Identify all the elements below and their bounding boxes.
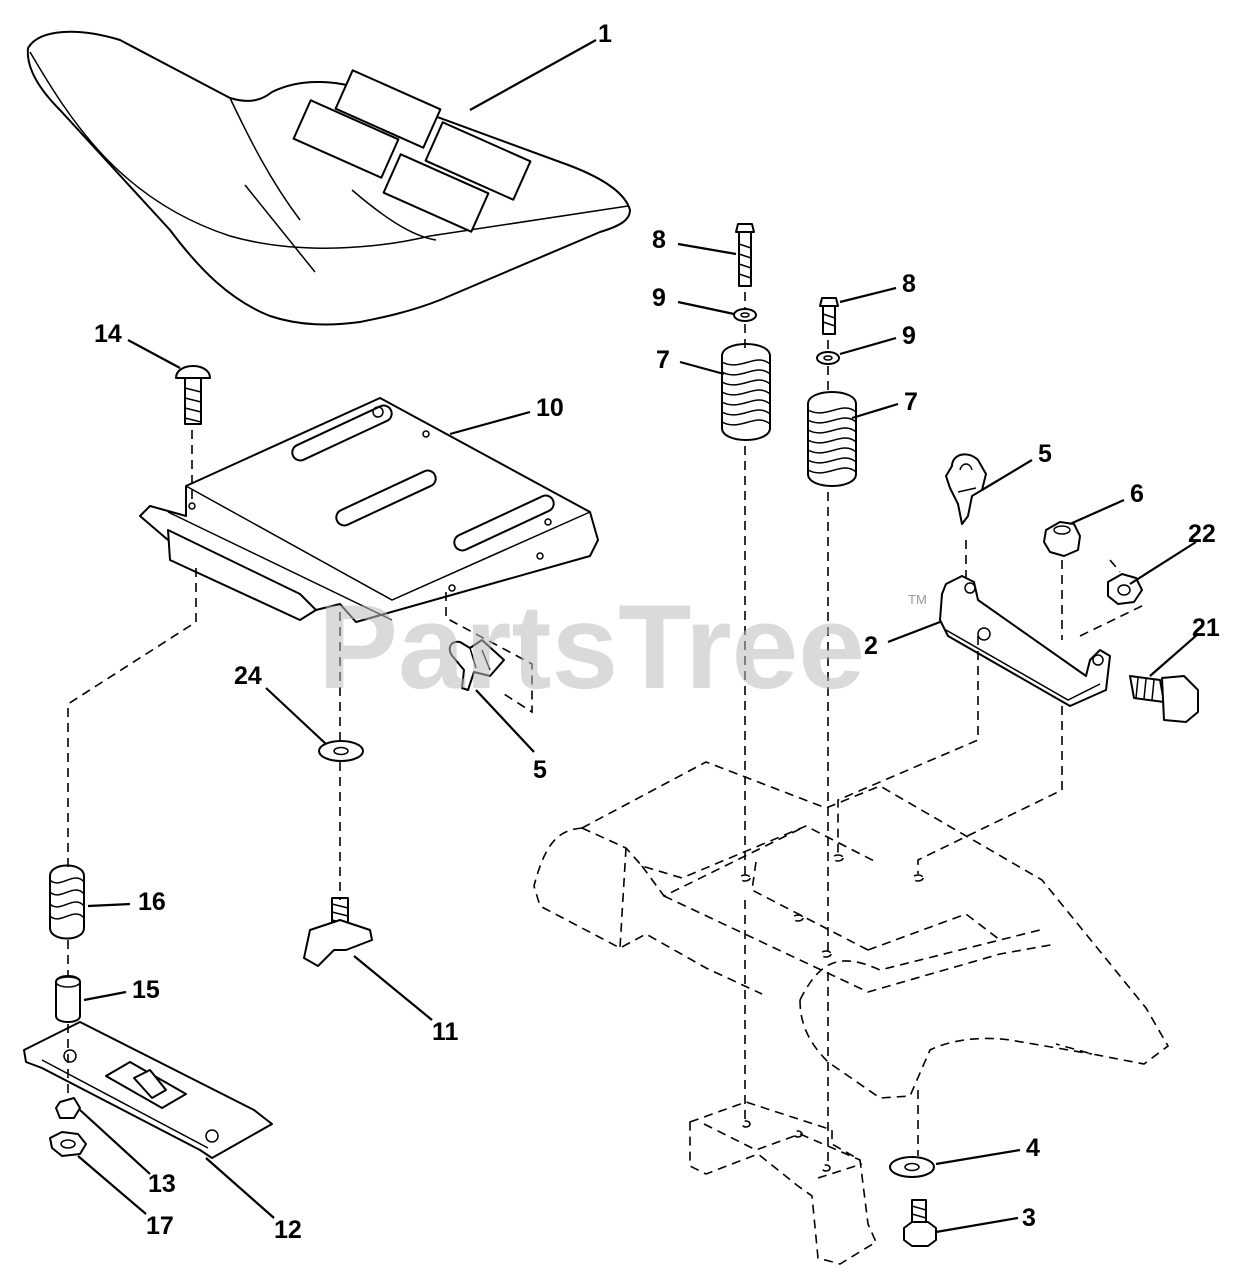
callout-24: 24: [234, 662, 262, 690]
wire-clip-left[interactable]: [448, 639, 505, 691]
callout-14: 14: [94, 320, 122, 348]
spacer-bushing[interactable]: [55, 975, 81, 1023]
assembly-lines: [67, 292, 1147, 1166]
callout-21: 21: [1192, 614, 1220, 642]
compression-spring-right[interactable]: [807, 391, 857, 487]
callout-16: 16: [138, 888, 166, 916]
watermark: PartsTree TM: [318, 580, 927, 714]
callout-5-right: 5: [1038, 440, 1052, 468]
callout-9-left: 9: [652, 284, 666, 312]
callout-2: 2: [864, 632, 878, 660]
callouts: 1 14 10 24 5 16 15 11 13 17 12 8 9 7 8 9…: [94, 20, 1220, 1244]
bolt-left[interactable]: [735, 223, 755, 287]
compression-spring-small[interactable]: [49, 864, 85, 940]
shoulder-bolt[interactable]: [1129, 675, 1199, 723]
callout-4: 4: [1026, 1134, 1040, 1162]
seat-mounting-plate[interactable]: [139, 397, 599, 623]
hex-nut[interactable]: [1043, 521, 1081, 557]
adjustment-knob[interactable]: [303, 897, 373, 967]
callout-3: 3: [1022, 1204, 1036, 1232]
callout-6: 6: [1130, 480, 1144, 508]
callout-15: 15: [132, 976, 160, 1004]
seat[interactable]: [26, 30, 631, 326]
callout-22: 22: [1188, 520, 1216, 548]
callout-1: 1: [598, 20, 612, 48]
callout-17: 17: [146, 1212, 174, 1240]
hex-nut-small[interactable]: [55, 1097, 81, 1119]
frame-washer[interactable]: [889, 1156, 935, 1178]
watermark-tm: TM: [908, 592, 927, 607]
leader-lines: [77, 39, 1199, 1234]
bolt-right[interactable]: [819, 297, 839, 335]
callout-8-left: 8: [652, 226, 666, 254]
callout-11: 11: [432, 1018, 459, 1046]
callout-13: 13: [148, 1170, 176, 1198]
compression-spring-left[interactable]: [721, 343, 771, 441]
callout-5-left: 5: [533, 756, 547, 784]
callout-10: 10: [536, 394, 564, 422]
callout-12: 12: [274, 1216, 302, 1244]
frame-outline: [533, 761, 1170, 1265]
callout-7-right: 7: [904, 388, 918, 416]
lock-nut[interactable]: [49, 1131, 87, 1157]
callout-9-right: 9: [902, 322, 916, 350]
callout-8-right: 8: [902, 270, 916, 298]
callout-7-left: 7: [656, 346, 670, 374]
hex-bolt[interactable]: [903, 1199, 937, 1247]
washer-right[interactable]: [816, 351, 840, 365]
seat-bracket[interactable]: [939, 575, 1111, 707]
washer-left[interactable]: [733, 308, 757, 322]
bottom-bracket[interactable]: [23, 1021, 273, 1159]
carriage-bolt[interactable]: [175, 365, 211, 425]
watermark-text: PartsTree: [318, 580, 865, 714]
flat-washer[interactable]: [318, 740, 364, 762]
wire-clip-right[interactable]: [945, 453, 987, 525]
